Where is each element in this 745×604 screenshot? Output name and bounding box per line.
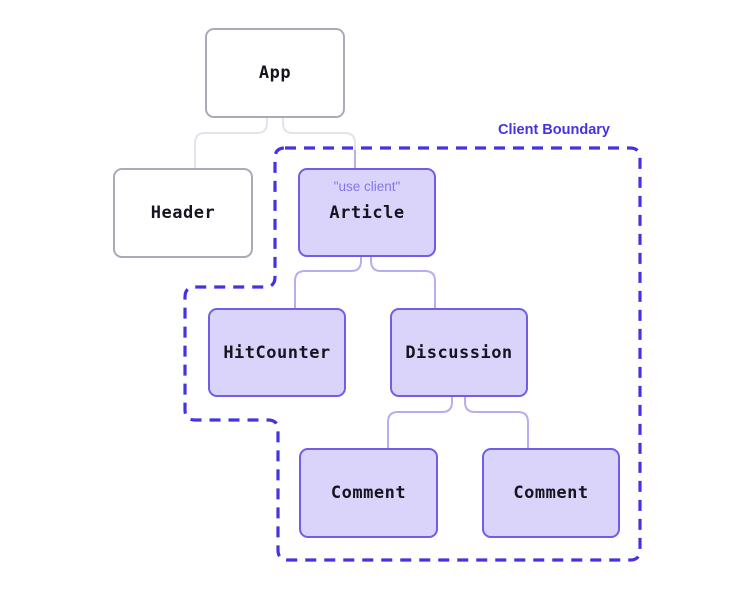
edge-app-article (282, 118, 356, 150)
edge-article-discussion (370, 257, 436, 308)
edge-discussion-comment2 (464, 397, 529, 448)
node-label: Article (329, 202, 405, 223)
node-hitcounter: HitCounter (208, 308, 346, 397)
node-label: Header (150, 203, 216, 223)
edge-discussion-comment1 (387, 397, 453, 448)
node-label: Discussion (405, 342, 513, 363)
node-header: Header (113, 168, 253, 258)
node-comment-1: Comment (299, 448, 438, 538)
client-boundary-outline (183, 146, 642, 562)
node-label: Comment (513, 483, 589, 503)
edge-article-hitcounter (294, 257, 362, 308)
node-app: App (205, 28, 345, 118)
edge-app-header (194, 118, 268, 168)
node-discussion: Discussion (390, 308, 528, 397)
node-label: HitCounter (223, 342, 331, 363)
client-edges (294, 150, 529, 448)
client-boundary-label: Client Boundary (498, 122, 610, 138)
use-client-directive: "use client" (333, 179, 401, 194)
node-label: App (258, 63, 292, 83)
node-article: "use client" Article (298, 168, 436, 257)
node-comment-2: Comment (482, 448, 620, 538)
server-edges (194, 118, 356, 168)
node-label: Comment (330, 483, 407, 503)
